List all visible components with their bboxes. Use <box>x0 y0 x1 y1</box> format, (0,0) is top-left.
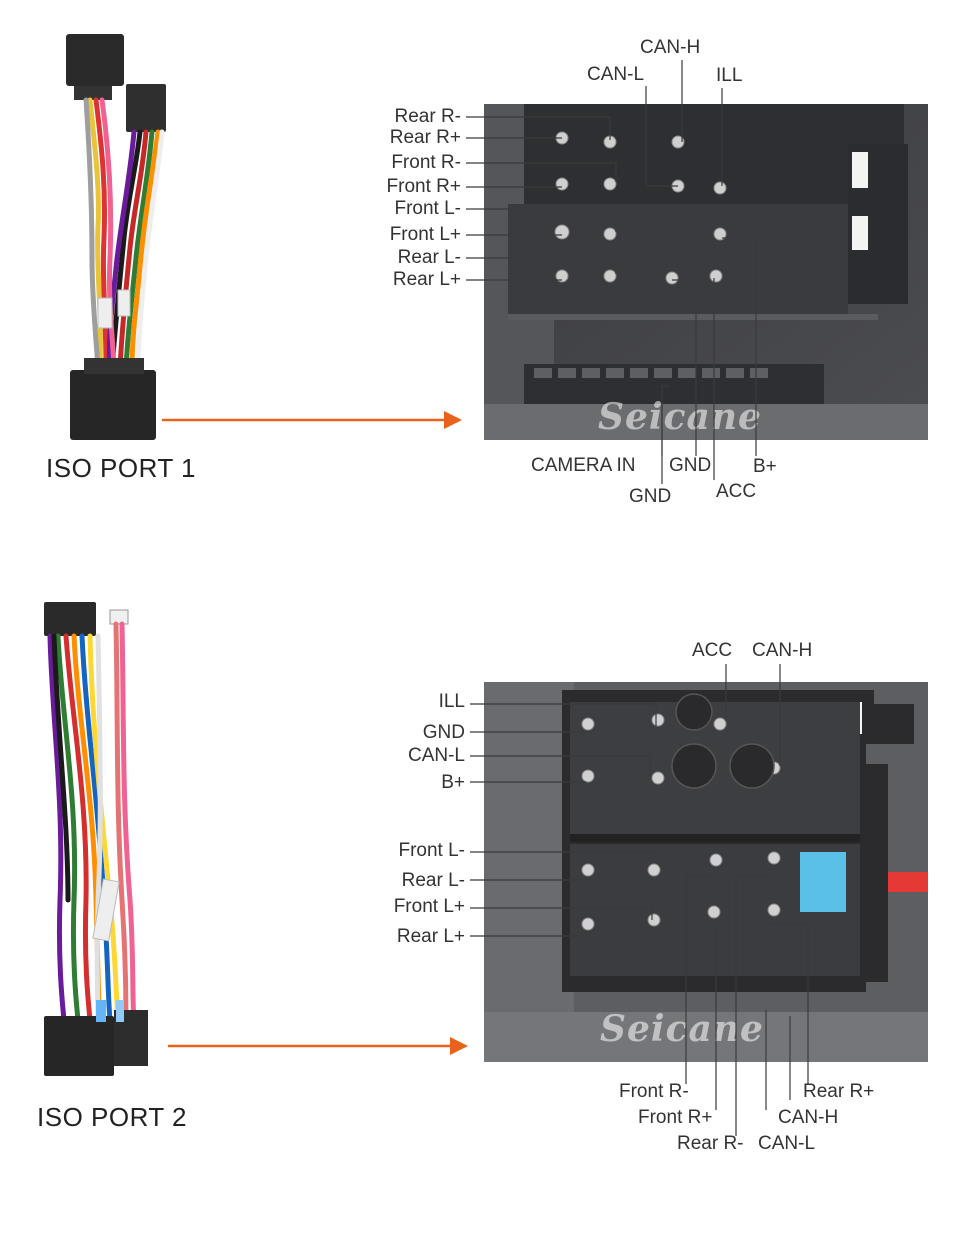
pin-label: CAN-L <box>758 1133 816 1154</box>
pin-label: CAN-L <box>407 745 465 766</box>
pin-label: Front R- <box>619 1081 689 1102</box>
pin-label: Front L+ <box>393 896 465 917</box>
iso-port-2-panel: ISO PORT 2 Seicane <box>0 590 980 1235</box>
pin-label: Rear L+ <box>392 269 461 290</box>
pin-label: Front R+ <box>386 176 461 197</box>
watermark: Seicane <box>598 396 762 438</box>
pin-label: CAN-H <box>752 640 813 661</box>
pin-label: Rear R- <box>394 106 461 127</box>
pin-label: ACC <box>692 640 733 661</box>
pin-label: Front L- <box>398 840 465 861</box>
port-title: ISO PORT 2 <box>37 1102 187 1132</box>
pin-label: Front L- <box>394 198 461 219</box>
pin-label: Front R- <box>391 152 461 173</box>
pin-label: B+ <box>753 456 777 477</box>
pin-label: Rear L+ <box>396 926 465 947</box>
pin-label: GND <box>422 722 465 743</box>
pin-label: Rear L- <box>401 870 465 891</box>
pin-label: CAN-H <box>640 37 701 58</box>
pin-label: B+ <box>441 772 465 793</box>
pin-label: ACC <box>716 481 757 502</box>
pin-label: Front L+ <box>389 224 461 245</box>
iso-port-1-panel: ISO PORT 1 <box>0 0 980 560</box>
pin-label: GND <box>669 455 712 476</box>
connector-photo-2: Seicane <box>484 682 928 1062</box>
pin-label: ILL <box>716 65 743 86</box>
watermark: Seicane <box>600 1008 764 1050</box>
wire-harness-2-image <box>44 602 148 1076</box>
pin-label: Rear R- <box>677 1133 744 1154</box>
pin-label: ILL <box>438 691 465 712</box>
pin-label: Rear R+ <box>803 1081 875 1102</box>
port-title: ISO PORT 1 <box>46 453 196 483</box>
pin-label: CAN-L <box>587 64 645 85</box>
pin-label: Front R+ <box>638 1107 713 1128</box>
pin-label: CAMERA IN <box>531 455 636 476</box>
connector-photo-1: Seicane <box>484 104 928 440</box>
pin-label: GND <box>629 486 672 507</box>
pin-label: Rear L- <box>397 247 461 268</box>
pin-label: Rear R+ <box>389 127 461 148</box>
pin-label: CAN-H <box>778 1107 839 1128</box>
wire-harness-1-image <box>66 34 166 440</box>
